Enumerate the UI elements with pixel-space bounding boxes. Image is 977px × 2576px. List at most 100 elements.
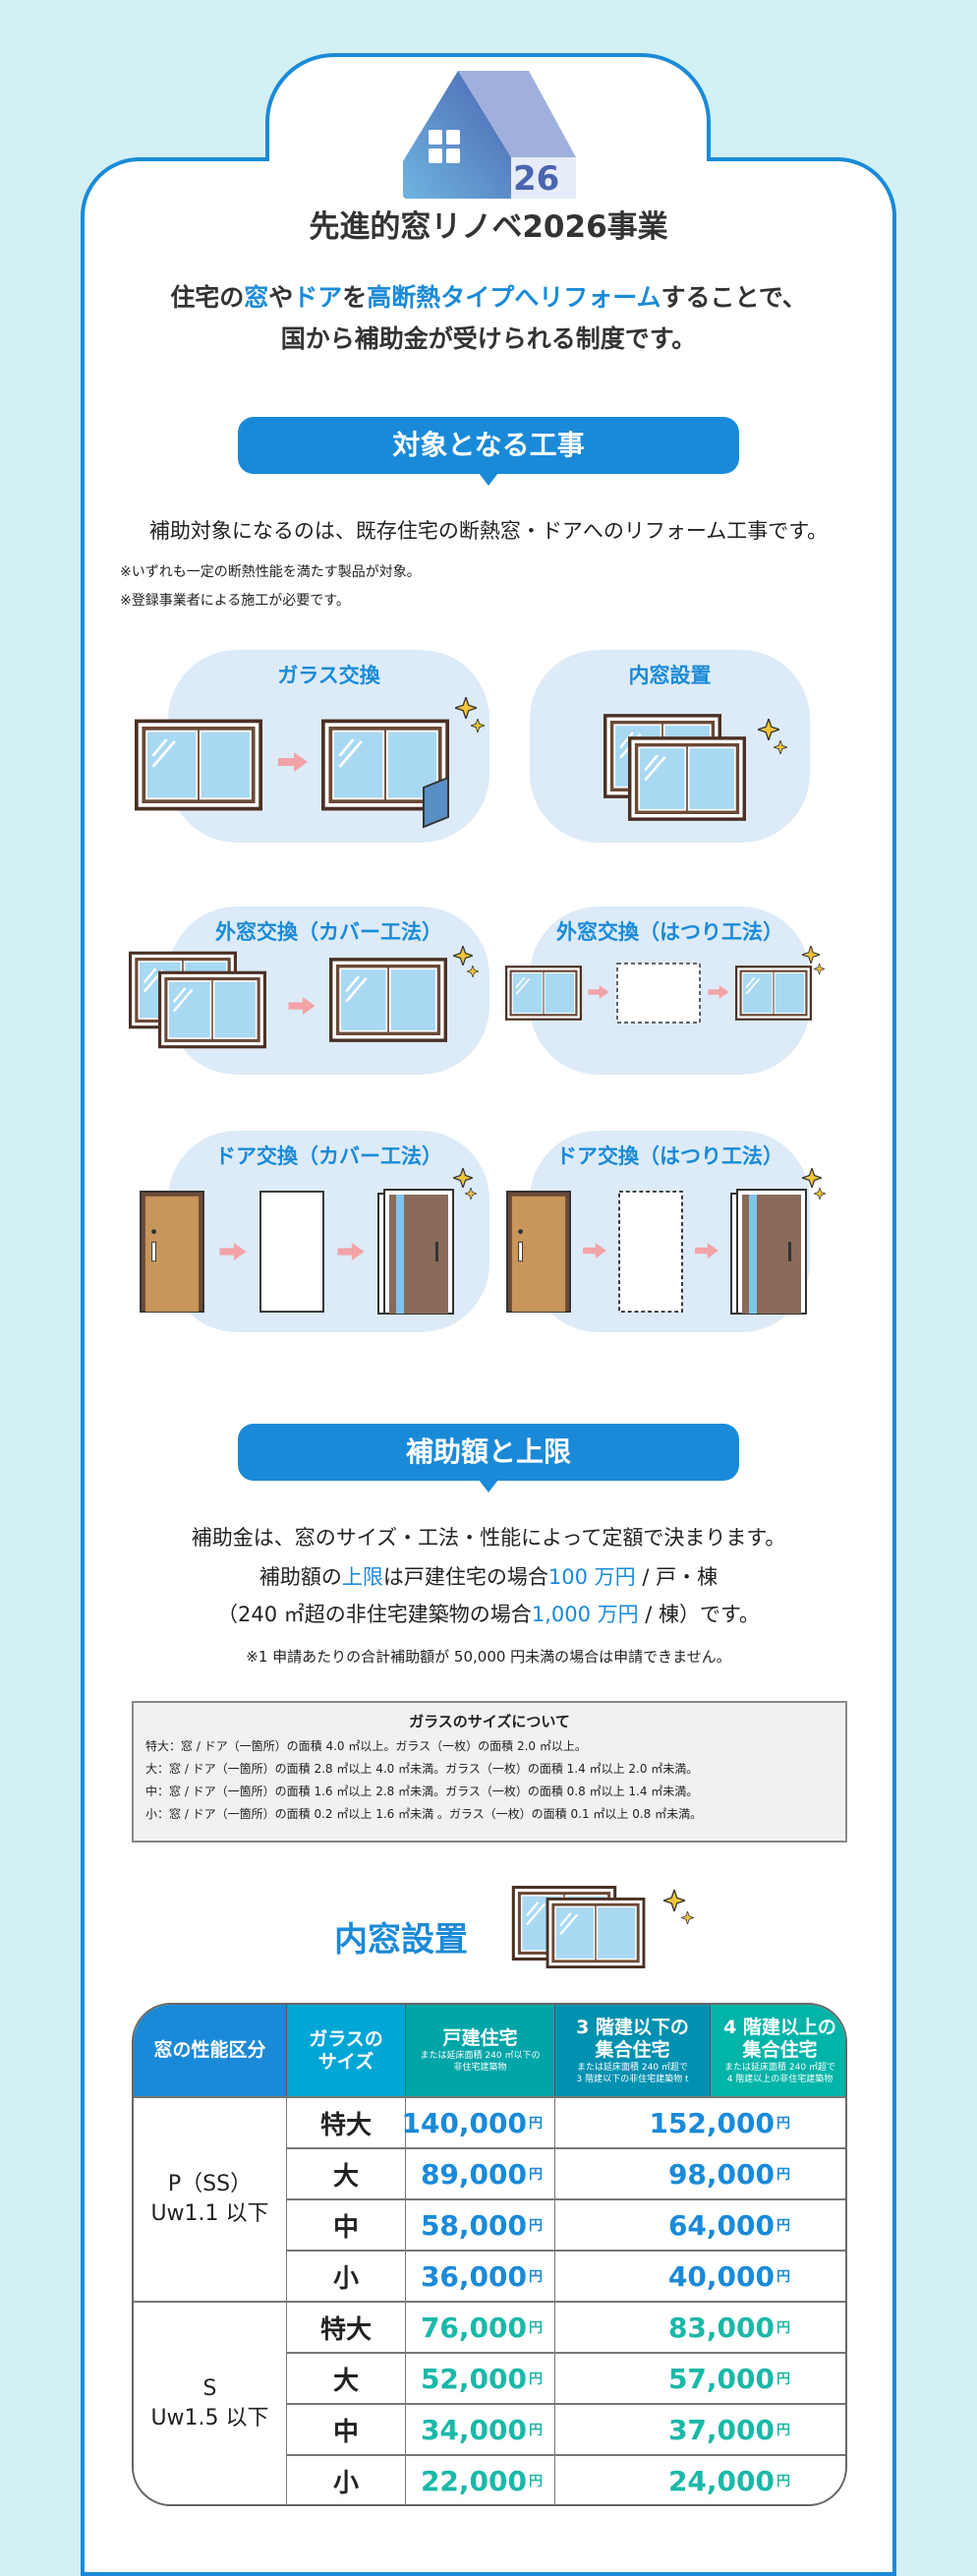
intro-highlight: 高断熱タイプへリフォーム [367, 283, 661, 312]
header-multi-3f: 3 階建以下の 集合住宅または延床面積 240 ㎡超で 3 階建以下の非住宅建築… [555, 2005, 711, 2096]
amount: 57,000 [667, 2362, 775, 2395]
subsidy-line-2: 補助額の上限は戸建住宅の場合100 万円 / 戸・棟 [0, 1561, 977, 1591]
grade: S [202, 2376, 217, 2401]
intro-line-2: 国から補助金が受けられる制度です。 [280, 324, 697, 353]
yen-unit: 円 [776, 2320, 790, 2336]
amount: 37,000 [667, 2413, 775, 2446]
work-label: 外窓交換（はつり工法） [556, 920, 783, 944]
target-works-lead: 補助対象になるのは、既存住宅の断熱窓・ドアへのリフォーム工事です。 [148, 519, 829, 543]
header-performance: 窓の性能区分 [134, 2005, 287, 2096]
header-detached: 戸建住宅または延床面積 240 ㎡以下の 非住宅建築物 [406, 2005, 555, 2096]
house-logo: 26 [403, 71, 576, 199]
note-2: ※登録事業者による施工が必要です。 [120, 593, 350, 609]
amount: 89,000 [420, 2157, 527, 2191]
header-multi-4f: 4 階建以上の 集合住宅または延床面積 240 ㎡超で 4 階建以上の非住宅建築… [711, 2005, 845, 2096]
glass-size-cell: 大 [287, 2149, 406, 2198]
yen-unit: 円 [776, 2269, 790, 2285]
intro-text: を [342, 283, 368, 312]
work-label: 内窓設置 [628, 664, 712, 687]
glass-size-row: 中：窓 / ドア（一箇所）の面積 1.6 ㎡以上 2.8 ㎡未満。ガラス（一枚）… [145, 1785, 699, 1798]
section-heading-target-works: 対象となる工事 [238, 417, 739, 486]
intro-highlight: ドア [293, 283, 343, 312]
glass-size-row: 小：窓 / ドア（一箇所）の面積 0.2 ㎡以上 1.6 ㎡未満 。ガラス（一枚… [145, 1807, 703, 1821]
amount: 52,000 [420, 2362, 527, 2395]
glass-size-box: ガラスのサイズについて 特大：窓 / ドア（一箇所）の面積 4.0 ㎡以上。ガラ… [132, 1701, 847, 1843]
subsidy-note: ※1 申請あたりの合計補助額が 50,000 円未満の場合は申請できません。 [246, 1648, 731, 1666]
amount: 152,000 [649, 2106, 775, 2139]
header-title: 窓の性能区分 [153, 2039, 266, 2061]
amount: 76,000 [420, 2311, 527, 2344]
work-label: 外窓交換（カバー工法） [215, 920, 442, 944]
header-title: 3 階建以下の 集合住宅 [576, 2016, 689, 2061]
text: 補助額の [259, 1565, 342, 1589]
work-outer-window-chipping: 外窓交換（はつり工法） [505, 907, 825, 1075]
work-label: ドア交換（はつり工法） [556, 1144, 783, 1168]
glass-size-cell: 中 [287, 2200, 406, 2250]
glass-size-cell: 特大 [287, 2098, 406, 2147]
header-title: ガラスの サイズ [309, 2027, 383, 2073]
inner-window-icon [511, 1886, 694, 1968]
intro-highlight: 窓 [244, 283, 269, 312]
yen-unit: 円 [529, 2218, 543, 2234]
inner-window-heading: 内窓設置 [334, 1920, 468, 1960]
yen-unit: 円 [529, 2320, 543, 2336]
uw-value: Uw1.1 以下 [150, 2201, 269, 2226]
amount: 58,000 [420, 2208, 527, 2242]
amount: 64,000 [667, 2208, 775, 2242]
subsidy-line-3: （240 ㎡超の非住宅建築物の場合1,000 万円 / 棟）です。 [0, 1599, 977, 1628]
grade: P（SS） [167, 2172, 253, 2196]
header-glass-size: ガラスの サイズ [287, 2005, 406, 2096]
text: （240 ㎡超の非住宅建築物の場合 [217, 1603, 532, 1626]
yen-unit: 円 [529, 2167, 543, 2183]
house-logo-icon [403, 71, 576, 199]
glass-size-cell: 大 [287, 2354, 406, 2403]
limit-amount: 100 万円 [547, 1565, 636, 1589]
glass-size-cell: 小 [287, 2456, 406, 2504]
logo-number: 26 [513, 159, 560, 199]
yen-unit: 円 [776, 2474, 790, 2489]
amount: 98,000 [667, 2157, 775, 2191]
work-inner-window: 内窓設置 [530, 650, 810, 843]
intro-text: や [268, 283, 294, 312]
yen-unit: 円 [529, 2423, 543, 2438]
work-glass-replacement: ガラス交換 [135, 650, 489, 843]
note-1: ※いずれも一定の断熱性能を満たす製品が対象。 [120, 564, 421, 580]
yen-unit: 円 [529, 2474, 543, 2489]
glass-size-title: ガラスのサイズについて [409, 1713, 570, 1730]
inner-window-subsidy-table: 窓の性能区分 ガラスの サイズ 戸建住宅または延床面積 240 ㎡以下の 非住宅… [132, 2003, 847, 2506]
door-chipping-illustration [506, 1168, 826, 1315]
amount: 22,000 [420, 2464, 527, 2497]
yen-unit: 円 [529, 2116, 543, 2132]
work-door-chipping: ドア交換（はつり工法） [506, 1131, 826, 1332]
subsidy-line-1: 補助金は、窓のサイズ・工法・性能によって定額で決まります。 [191, 1526, 786, 1550]
outer-window-chipping-illustration [505, 946, 825, 1024]
yen-unit: 円 [776, 2423, 790, 2438]
text: / 戸・棟 [635, 1565, 718, 1589]
outer-window-cover-illustration [129, 946, 479, 1049]
amount: 24,000 [667, 2464, 775, 2497]
header-title: 戸建住宅 [442, 2027, 518, 2049]
work-door-cover: ドア交換（カバー工法） [140, 1131, 489, 1332]
header-note: または延床面積 240 ㎡超で 4 階建以上の非住宅建築物 [724, 2062, 835, 2084]
intro-text: することで、 [661, 283, 807, 312]
door-cover-illustration [140, 1168, 477, 1315]
page-title: 先進的窓リノベ2026事業 [309, 209, 668, 245]
uw-value: Uw1.5 以下 [150, 2406, 269, 2430]
header-title: 4 階建以上の 集合住宅 [723, 2016, 836, 2061]
glass-size-row: 大：窓 / ドア（一箇所）の面積 2.8 ㎡以上 4.0 ㎡未満。ガラス（一枚）… [145, 1762, 699, 1776]
amount: 34,000 [420, 2413, 527, 2446]
work-outer-window-cover: 外窓交換（カバー工法） [129, 907, 489, 1075]
